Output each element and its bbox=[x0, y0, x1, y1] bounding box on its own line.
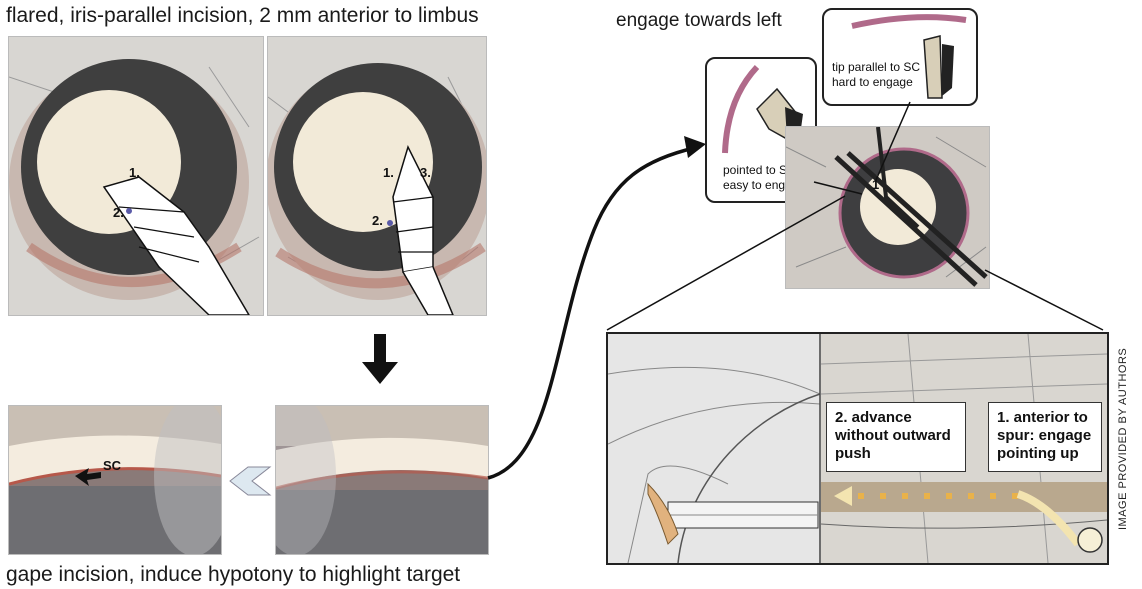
engage-marker: 1 bbox=[872, 177, 880, 192]
step-1-box: 1. anterior to spur: engage pointing up bbox=[988, 402, 1102, 472]
eye-right-label-1: 1. bbox=[383, 165, 394, 180]
chevron-left-icon bbox=[229, 466, 272, 496]
sc-label: SC bbox=[103, 458, 122, 473]
eye-left-label-2: 2. bbox=[113, 205, 124, 220]
gonio-illustration-2 bbox=[276, 406, 488, 554]
eye-right-label-2: 2. bbox=[372, 213, 383, 228]
eye-left-label-1: 1. bbox=[129, 165, 140, 180]
gonio-photo-plain bbox=[275, 405, 489, 555]
callout-connectors bbox=[813, 101, 911, 195]
down-arrow-icon bbox=[362, 334, 398, 384]
eye-illustration bbox=[9, 37, 263, 315]
eye-panel-left: 1. 2. bbox=[8, 36, 264, 316]
caption-hypotony: gape incision, induce hypotony to highli… bbox=[6, 563, 461, 586]
callout-parallel: tip parallel to SC hard to engage bbox=[822, 8, 978, 106]
step-2-box: 2. advance without outward push bbox=[826, 402, 966, 472]
gonio-illustration bbox=[9, 406, 221, 554]
eye-illustration-2 bbox=[268, 37, 486, 315]
caption-engage: engage towards left bbox=[616, 10, 782, 31]
zoom-lines bbox=[606, 195, 1104, 331]
caption-incision: flared, iris-parallel incision, 2 mm ant… bbox=[6, 4, 479, 27]
eye-right-label-3: 3. bbox=[420, 165, 431, 180]
zoom-illustration bbox=[608, 334, 1107, 563]
eye-panel-right: 1. 2. 3. bbox=[267, 36, 487, 316]
callout-parallel-text: tip parallel to SC hard to engage bbox=[832, 60, 921, 89]
zoom-panel: 2. advance without outward push 1. anter… bbox=[606, 332, 1109, 565]
image-credit: IMAGE PROVIDED BY AUTHORS bbox=[1117, 347, 1129, 530]
curved-arrow bbox=[487, 136, 706, 480]
gonio-photo-sc: SC bbox=[8, 405, 222, 555]
